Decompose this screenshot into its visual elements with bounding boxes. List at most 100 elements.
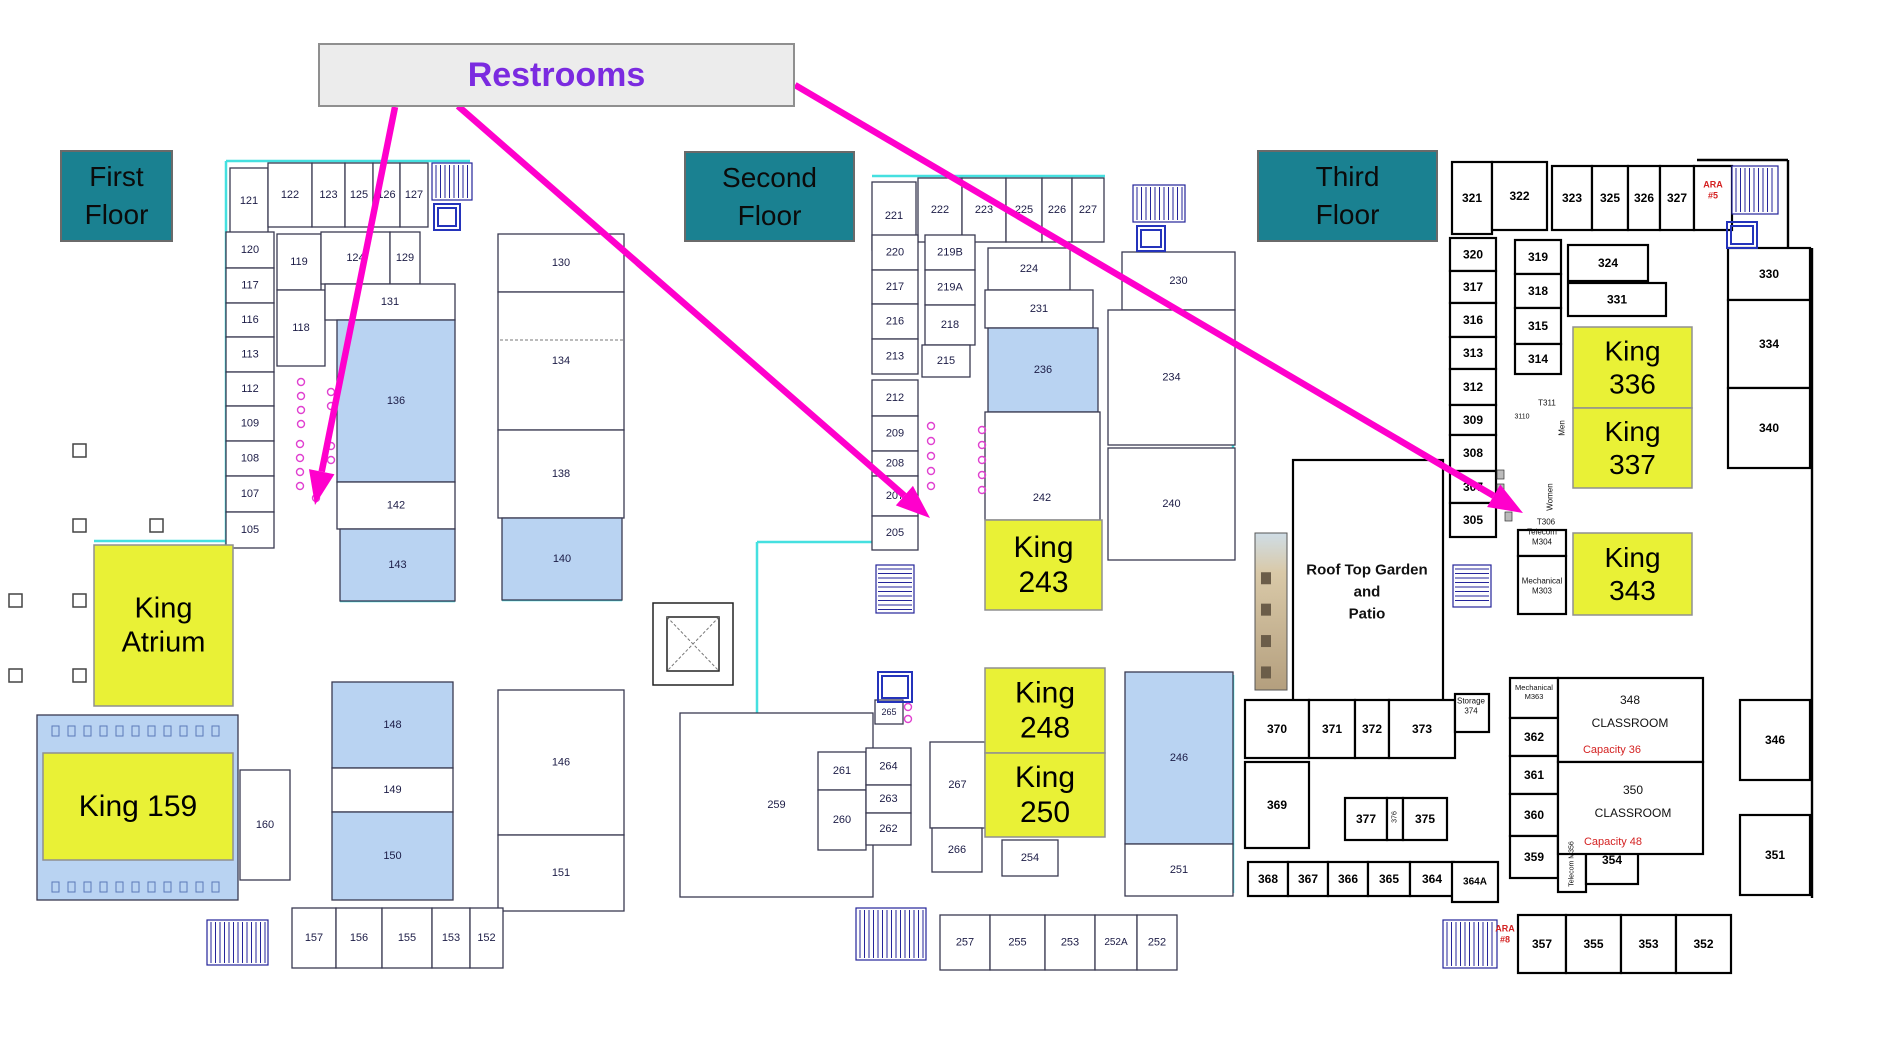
room-number-259: 259 [767,799,785,811]
restroom-fixture-icon [977,455,987,465]
room-number-313: 313 [1463,346,1483,360]
room-134 [497,291,625,431]
label-ara: ARA [1703,179,1723,189]
room-number-112: 112 [241,383,259,395]
room-205 [871,515,919,551]
room-263 [865,784,912,814]
room-213 [871,338,919,375]
room-264 [865,747,912,786]
room-265 [874,699,904,725]
highlight-king-248 [984,667,1106,754]
room-122 [267,162,313,228]
room-number-359: 359 [1524,850,1544,864]
room-number-265: 265 [881,707,896,717]
room-number-314: 314 [1528,352,1548,366]
room-number-331: 331 [1607,293,1627,307]
room-number-266: 266 [948,844,966,856]
restroom-fixture-icon [977,425,987,435]
highlight-label-king: King [1604,542,1660,573]
lecture-seat-mark [211,881,220,893]
restroom-fixture-icon [296,405,306,415]
room-143 [339,528,456,602]
third-floor-title: Third Floor [1257,150,1438,242]
room-314 [1513,342,1563,376]
photo-window [1261,635,1271,648]
room-number-257: 257 [956,937,974,949]
label-capacity-36: Capacity 36 [1583,744,1641,756]
restroom-fixture-icon [295,439,305,449]
label-men: Men [1558,420,1567,436]
room-157 [291,907,337,969]
elevator-car [437,207,457,227]
restroom-arrows [308,82,1523,518]
room-number-121: 121 [240,195,258,207]
room-219A [924,269,976,306]
room-107 [225,475,275,513]
room-355 [1564,913,1623,975]
room-unlabeled [1453,692,1491,734]
room-208 [871,450,919,477]
restroom-fixture-icon [926,421,936,431]
room-236 [987,327,1099,413]
room-209 [871,415,919,452]
label-mechanical: Mechanical [1522,577,1563,586]
column-square [149,518,164,533]
label-374: 374 [1464,707,1478,716]
room-number-327: 327 [1667,191,1687,205]
elevator [1726,221,1758,249]
lecture-seat-mark [99,881,108,893]
label-350: 350 [1623,783,1643,797]
label--8: #8 [1500,935,1510,945]
room-number-317: 317 [1463,280,1483,294]
room-number-320: 320 [1463,248,1483,262]
highlight-label-337: 337 [1609,449,1656,480]
room-351 [1738,813,1812,897]
room-unlabeled [1291,458,1445,724]
room-377 [1343,796,1389,842]
room-number-224: 224 [1020,263,1038,275]
room-number-305: 305 [1463,513,1483,527]
room-359 [1508,834,1560,880]
room-number-253: 253 [1061,937,1079,949]
room-150 [331,811,454,901]
lecture-seat-mark [83,725,92,737]
elevator [1136,225,1166,252]
room-number-136: 136 [387,395,405,407]
restroom-fixture-icon [296,377,306,387]
room-number-208: 208 [886,458,904,470]
room-number-323: 323 [1562,191,1582,205]
label-storage: Storage [1457,697,1486,706]
highlight-label-atrium: Atrium [122,627,206,659]
highlight-king-336 [1572,326,1693,409]
room-371 [1307,698,1357,760]
label-348: 348 [1620,693,1640,707]
elevator [433,203,461,231]
room-155 [381,907,433,969]
room-362 [1508,716,1560,758]
highlight-king-337 [1572,407,1693,489]
lecture-seat-mark [147,881,156,893]
room-222 [917,177,963,243]
highlight-king-159 [42,752,234,861]
room-number-222: 222 [931,204,949,216]
room-number-142: 142 [387,500,405,512]
room-number-360: 360 [1524,808,1544,822]
label-mechanical: Mechanical [1515,683,1553,692]
room-number-155: 155 [398,932,416,944]
room-361 [1508,754,1560,796]
room-146 [497,689,625,836]
room-number-219A: 219A [937,282,963,294]
label-telecom-m356: Telecom M356 [1569,841,1576,887]
column-square [8,668,23,683]
second-floor-title-line2: Floor [737,199,802,231]
lecture-seat-mark [195,725,204,737]
room-153 [431,907,471,969]
room-number-372: 372 [1362,722,1382,736]
room-unlabeled [1516,554,1568,616]
column-square [72,593,87,608]
column-square [8,593,23,608]
room-number-150: 150 [383,850,401,862]
room-number-153: 153 [442,932,460,944]
room-number-375: 375 [1415,812,1435,826]
